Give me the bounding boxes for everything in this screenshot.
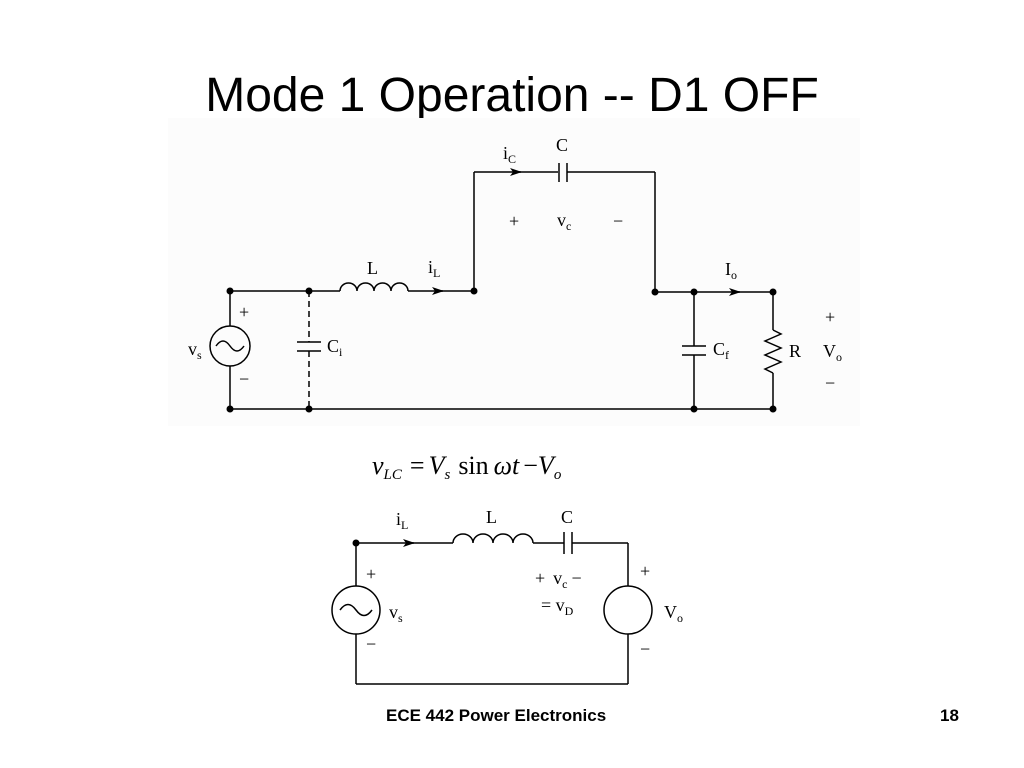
c1-label-vs: vs — [188, 339, 202, 362]
c2-label-dc-plus: + — [640, 561, 650, 581]
c1-label-Cf: Cf — [713, 339, 729, 362]
c2-label-L: L — [486, 507, 497, 527]
c1-label-iL: iL — [428, 257, 440, 280]
c2-label-dc-minus: − — [640, 639, 650, 659]
c1-node — [690, 405, 698, 413]
circuit-2 — [331, 532, 653, 685]
c1-node — [769, 405, 777, 413]
c2-label-vc: +vc− — [535, 568, 582, 591]
c1-node — [651, 288, 659, 296]
footer-page-number: 18 — [940, 706, 959, 725]
c1-node — [470, 287, 478, 295]
c2-label-C: C — [561, 507, 573, 527]
c1-label-L: L — [367, 258, 378, 278]
c2-label-vd: = vD — [541, 595, 574, 618]
c1-node — [226, 287, 234, 295]
c1-ac-source-sine — [215, 340, 245, 352]
c2-label-iL: iL — [396, 509, 408, 532]
c2-dc-source — [603, 585, 653, 635]
slide-title: Mode 1 Operation -- D1 OFF — [205, 69, 819, 122]
c1-label-R: R — [789, 341, 801, 361]
c1-node — [305, 405, 313, 413]
c1-node — [690, 288, 698, 296]
c1-label-Ci: Ci — [327, 336, 343, 359]
c1-label-Vo: Vo — [823, 341, 842, 364]
circuit-1-nodes — [226, 287, 777, 413]
c2-label-vs: vs — [389, 602, 403, 625]
c1-label-Io: Io — [725, 259, 737, 282]
c1-label-minus: − — [613, 211, 623, 231]
c1-label-src-minus: − — [239, 369, 249, 389]
c1-label-plus: + — [509, 211, 519, 231]
c1-inductor — [339, 282, 409, 292]
c1-label-vc: vc — [557, 210, 571, 233]
circuit-2-labels: iL L C + vs − +vc− = vD + Vo − — [366, 507, 683, 659]
c1-label-out-plus: + — [825, 307, 835, 327]
footer-course-title: ECE 442 Power Electronics — [386, 706, 607, 725]
c1-label-out-minus: − — [825, 373, 835, 393]
c2-node — [352, 539, 360, 547]
c2-label-src-plus: + — [366, 564, 376, 584]
circuit-1-labels: iC C + vc − L iL Io + vs − Ci Cf R + Vo … — [188, 135, 842, 393]
c1-label-C: C — [556, 135, 568, 155]
c2-label-src-minus: − — [366, 634, 376, 654]
c1-node — [305, 287, 313, 295]
c1-label-src-plus: + — [239, 302, 249, 322]
c1-resistor — [763, 329, 783, 374]
c2-ac-source-sine — [339, 603, 373, 617]
c1-node — [769, 288, 777, 296]
c2-inductor — [452, 533, 534, 544]
circuit-1 — [209, 163, 783, 410]
c1-label-ic: iC — [503, 143, 516, 166]
c2-label-Vo: Vo — [664, 602, 683, 625]
c1-node — [226, 405, 234, 413]
